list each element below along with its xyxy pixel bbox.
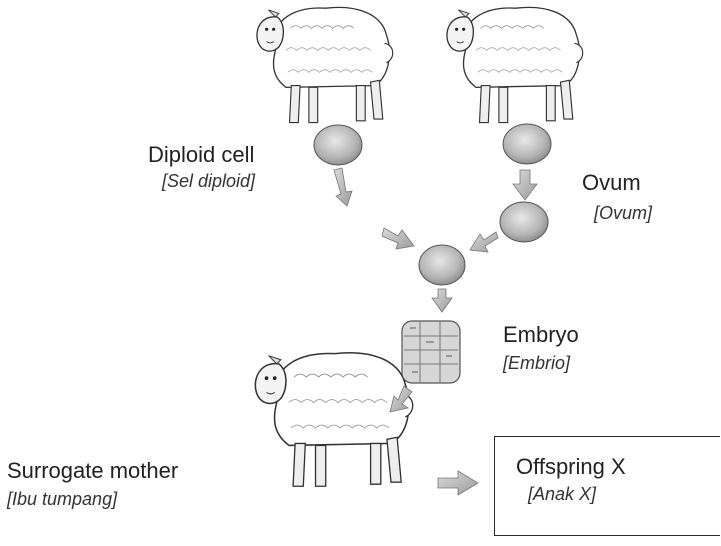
offspring-label: Offspring X [516, 454, 626, 480]
ovum-label: Ovum [582, 170, 641, 196]
arrow-ovum-down [513, 170, 537, 200]
ovum-donor-sheep-image [447, 7, 583, 122]
embryo-label-my: [Embrio] [503, 353, 570, 374]
arrow-fusion-to-embryo [432, 289, 452, 312]
diploid-cell-circle [314, 125, 362, 165]
donor-sheep-image [257, 7, 393, 122]
ovum-label-my: [Ovum] [594, 203, 652, 224]
embryo-cluster [402, 321, 460, 383]
arrow-diploid-to-fusion [382, 228, 414, 249]
arrow-surrogate-to-offspring [438, 471, 478, 495]
diploid-cell-label: Diploid cell [148, 142, 254, 168]
ovum-cell-circle [503, 124, 551, 164]
surrogate-mother-label: Surrogate mother [7, 458, 178, 484]
diploid-cell-label-my: [Sel diploid] [162, 171, 255, 192]
offspring-label-my: [Anak X] [528, 484, 596, 505]
enucleated-ovum-circle [500, 202, 548, 242]
arrow-diploid-down [334, 168, 352, 206]
arrow-ovum-to-fusion [470, 232, 498, 252]
fused-cell-circle [419, 245, 465, 285]
surrogate-mother-label-my: [Ibu tumpang] [7, 489, 117, 510]
surrogate-sheep-image [255, 353, 412, 486]
embryo-label: Embryo [503, 322, 579, 348]
